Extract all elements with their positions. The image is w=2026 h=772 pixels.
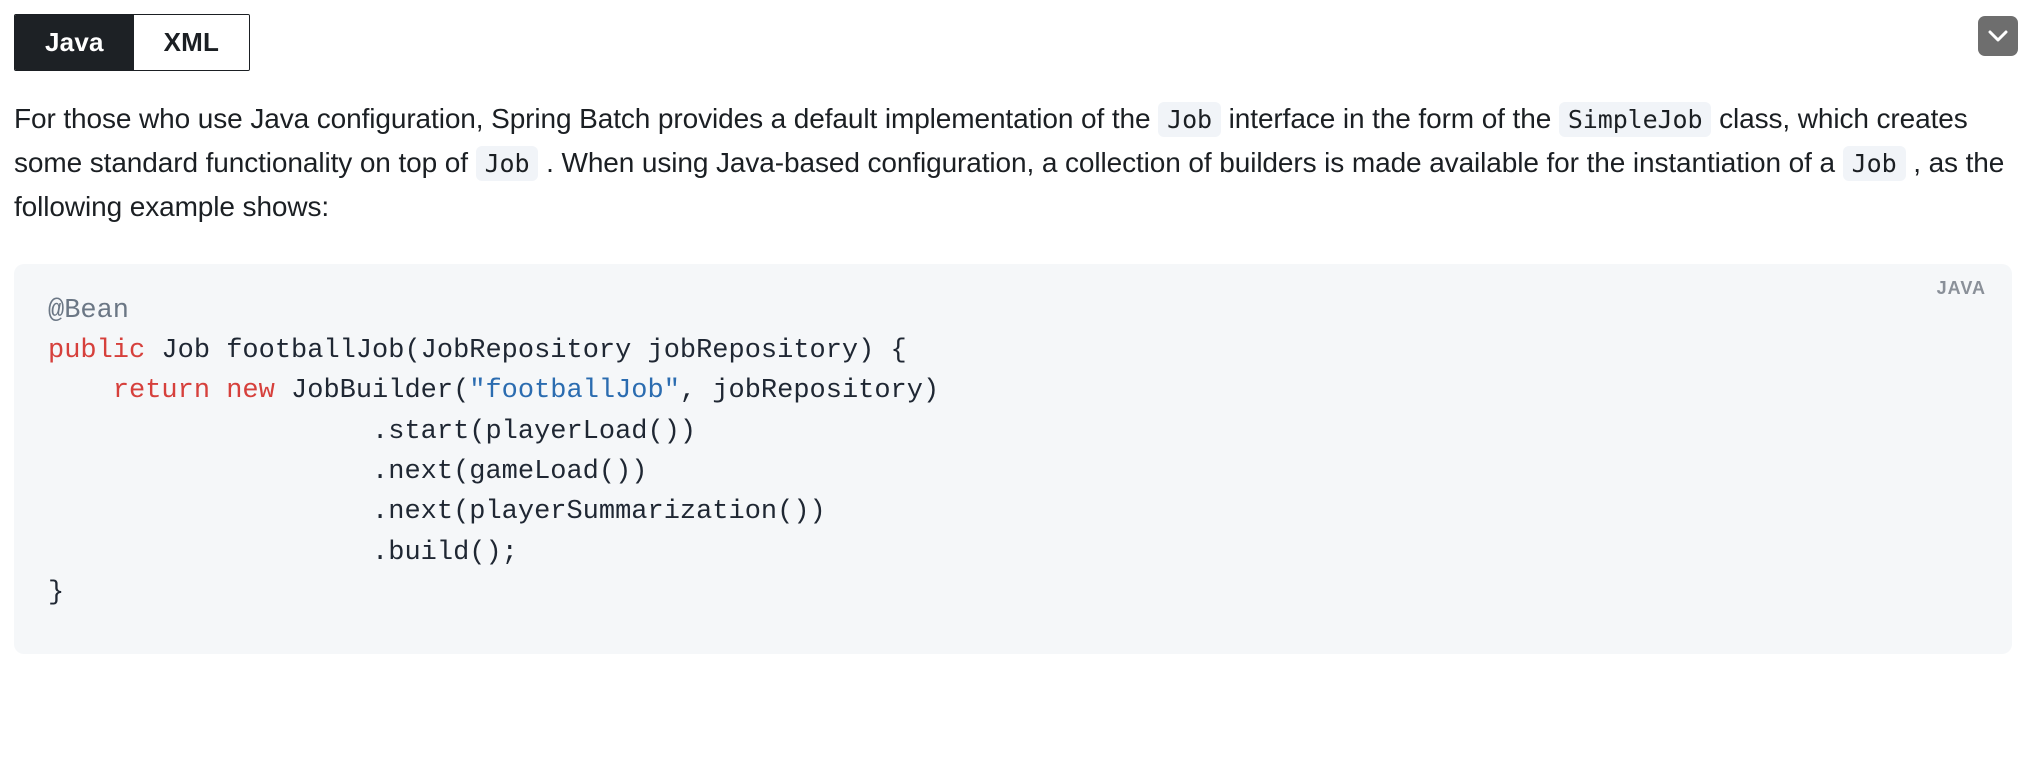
code-text: @Bean public Job footballJob(JobReposito… [48, 296, 939, 608]
code-token-annotation: @Bean [48, 295, 130, 326]
chevron-down-icon [1988, 30, 2008, 43]
code-token-string: "footballJob" [469, 376, 680, 407]
code-token-keyword: return [112, 376, 211, 407]
code-token-plain: JobBuilder( [274, 376, 470, 407]
code-token-keyword: new [226, 376, 275, 407]
tab-xml[interactable]: XML [133, 15, 250, 70]
code-token-plain: .start(playerLoad()) [48, 416, 697, 447]
inline-code-job-1: Job [1158, 102, 1221, 137]
paragraph-text-2: interface in the form of the [1221, 103, 1559, 134]
code-token-plain: Job footballJob(JobRepository jobReposit… [145, 336, 907, 367]
code-token-plain: } [48, 578, 65, 608]
paragraph-text-4: . When using Java-based configuration, a… [538, 147, 1843, 179]
code-content[interactable]: @Bean public Job footballJob(JobReposito… [48, 290, 1978, 613]
code-language-label: JAVA [1936, 277, 1986, 298]
code-token-plain [48, 376, 113, 406]
inline-code-job-3: Job [1842, 146, 1906, 182]
inline-code-job-2: Job [475, 146, 539, 182]
code-token-plain: .next(gameLoad()) [48, 457, 648, 488]
paragraph-text-3: class, which creates some standard funct… [14, 103, 1968, 179]
paragraph-text-1: For those who use Java configuration, Sp… [14, 103, 1159, 134]
code-block: JAVA @Bean public Job footballJob(JobRep… [14, 263, 2012, 654]
collapse-toggle-button[interactable] [1978, 16, 2018, 56]
description-paragraph: For those who use Java configuration, Sp… [14, 97, 2012, 230]
code-token-plain: .next(playerSummarization()) [48, 497, 826, 528]
code-token-plain: .build(); [48, 537, 518, 568]
code-token-keyword: public [48, 336, 146, 367]
paragraph-text-5: , as the following example shows: [14, 147, 2005, 223]
code-token-plain: , jobRepository) [679, 376, 940, 407]
code-token-plain [210, 376, 226, 406]
inline-code-simplejob: SimpleJob [1558, 102, 1712, 137]
tab-java[interactable]: Java [15, 15, 134, 70]
language-tab-group: Java XML [14, 14, 251, 71]
